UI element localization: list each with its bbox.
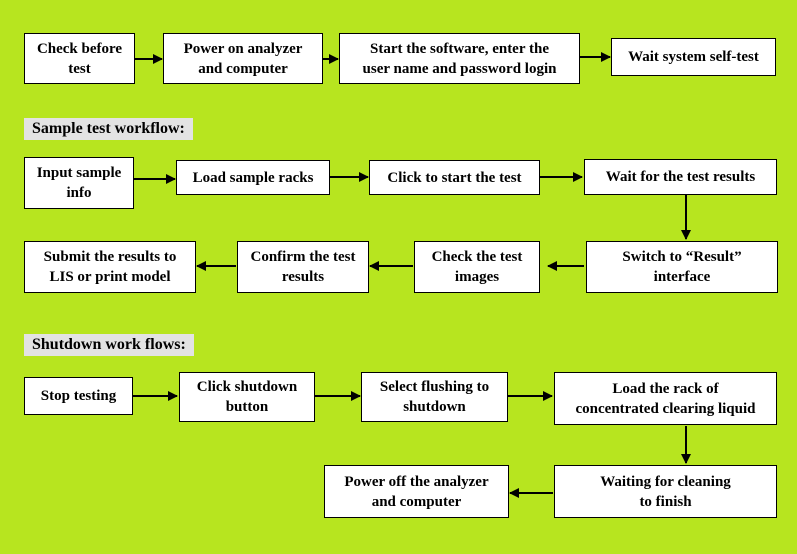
step-load-clearing-liquid: Load the rack of concentrated clearing l… bbox=[554, 372, 777, 425]
step-click-shutdown-button: Click shutdown button bbox=[179, 372, 315, 422]
section-header-sample: Sample test workflow: bbox=[24, 118, 193, 140]
step-check-test-images: Check the test images bbox=[414, 241, 540, 293]
section-header-shutdown: Shutdown work flows: bbox=[24, 334, 194, 356]
step-start-software-login: Start the software, enter the user name … bbox=[339, 33, 580, 84]
step-confirm-test-results: Confirm the test results bbox=[237, 241, 369, 293]
step-check-before-test: Check before test bbox=[24, 33, 135, 84]
step-select-flushing: Select flushing to shutdown bbox=[361, 372, 508, 422]
step-power-on: Power on analyzer and computer bbox=[163, 33, 323, 84]
step-stop-testing: Stop testing bbox=[24, 377, 133, 415]
step-power-off: Power off the analyzer and computer bbox=[324, 465, 509, 518]
step-wait-self-test: Wait system self-test bbox=[611, 38, 776, 76]
step-submit-results-lis: Submit the results to LIS or print model bbox=[24, 241, 196, 293]
step-input-sample-info: Input sample info bbox=[24, 157, 134, 209]
step-wait-test-results: Wait for the test results bbox=[584, 159, 777, 195]
step-switch-result-interface: Switch to “Result” interface bbox=[586, 241, 778, 293]
step-load-sample-racks: Load sample racks bbox=[176, 160, 330, 195]
step-click-start-test: Click to start the test bbox=[369, 160, 540, 195]
step-waiting-cleaning: Waiting for cleaning to finish bbox=[554, 465, 777, 518]
